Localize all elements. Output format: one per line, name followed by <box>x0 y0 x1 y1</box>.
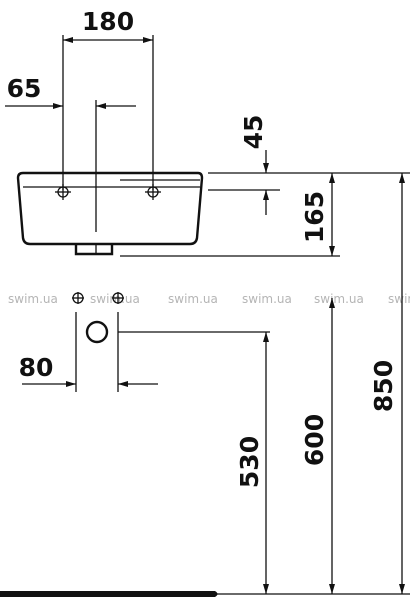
dimension-65: 65 <box>5 74 136 232</box>
watermark-text: swim.ua <box>90 292 140 306</box>
watermark-row: swim.ua swim.ua swim.ua swim.ua swim.ua … <box>8 292 410 306</box>
watermark-text: swim.ua <box>242 292 292 306</box>
wall-outlet <box>72 292 270 392</box>
tap-hole-right <box>145 184 161 200</box>
dimension-530: 530 <box>235 332 269 594</box>
watermark-text: swim.ua <box>314 292 364 306</box>
dimension-45: 45 <box>208 115 280 215</box>
tap-marker-right <box>112 292 124 304</box>
basin-front-view <box>16 171 204 256</box>
dimension-label-45: 45 <box>239 115 268 150</box>
dimension-label-180: 180 <box>82 7 134 36</box>
watermark-text: swim.ua <box>8 292 58 306</box>
dimension-180: 180 <box>62 7 154 190</box>
dimension-label-850: 850 <box>369 360 398 412</box>
floor-line <box>0 591 410 597</box>
dimension-label-65: 65 <box>7 74 42 103</box>
watermark-text: swim.ua <box>168 292 218 306</box>
tap-hole-left <box>55 184 71 200</box>
watermark-text: swim.ua <box>388 292 410 306</box>
dimension-label-530: 530 <box>235 436 264 488</box>
tap-marker-left <box>72 292 84 304</box>
dimension-label-165: 165 <box>300 191 329 243</box>
dimension-80: 80 <box>19 353 158 387</box>
dimension-165: 165 <box>120 172 340 257</box>
dimension-850: 850 <box>340 172 410 594</box>
dimension-label-80: 80 <box>19 353 54 382</box>
dimension-label-600: 600 <box>300 414 329 466</box>
dimension-600: 600 <box>300 298 335 594</box>
